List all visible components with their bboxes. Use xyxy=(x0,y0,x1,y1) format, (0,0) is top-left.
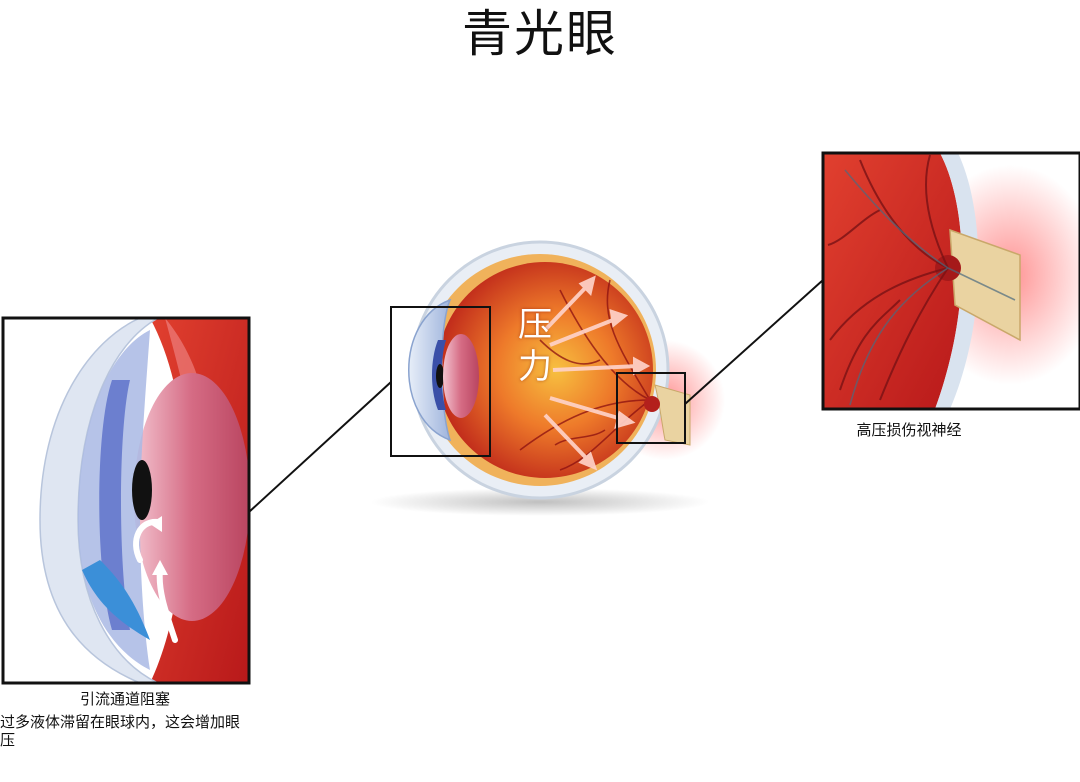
pupil xyxy=(132,460,152,520)
drainage-caption-title: 引流通道阻塞 xyxy=(79,690,170,708)
sclera-band xyxy=(935,153,979,409)
eyeball xyxy=(370,240,725,516)
drainage-zoom-panel xyxy=(3,318,249,683)
pressure-label-line2: 力 xyxy=(518,347,552,387)
drainage-angle xyxy=(82,560,150,640)
optic-disc xyxy=(644,396,660,412)
nerve-zoom-frame xyxy=(821,151,1080,411)
eye-shadow xyxy=(370,488,710,516)
optic-nerve xyxy=(654,384,691,446)
drainage-zoom-box xyxy=(390,306,491,457)
lens xyxy=(134,373,249,621)
nerve-zoom-box xyxy=(616,372,686,444)
connector-left xyxy=(248,381,392,513)
connector-right xyxy=(684,279,824,405)
retina-tissue xyxy=(823,153,962,409)
page-title: 青光眼 xyxy=(462,5,618,63)
drainage-zoom-frame xyxy=(1,316,251,685)
pupil xyxy=(436,364,444,388)
pressure-label-line1: 压 xyxy=(518,305,552,345)
pressure-arrows xyxy=(543,275,651,471)
nerve-caption-title: 高压损伤视神经 xyxy=(856,421,962,439)
drainage-caption-description: 过多液体滞留在眼球内，这会增加眼压 xyxy=(0,713,241,749)
nerve-zoom-panel xyxy=(823,153,1080,409)
lens xyxy=(443,334,479,418)
retinal-vessels xyxy=(827,154,949,401)
